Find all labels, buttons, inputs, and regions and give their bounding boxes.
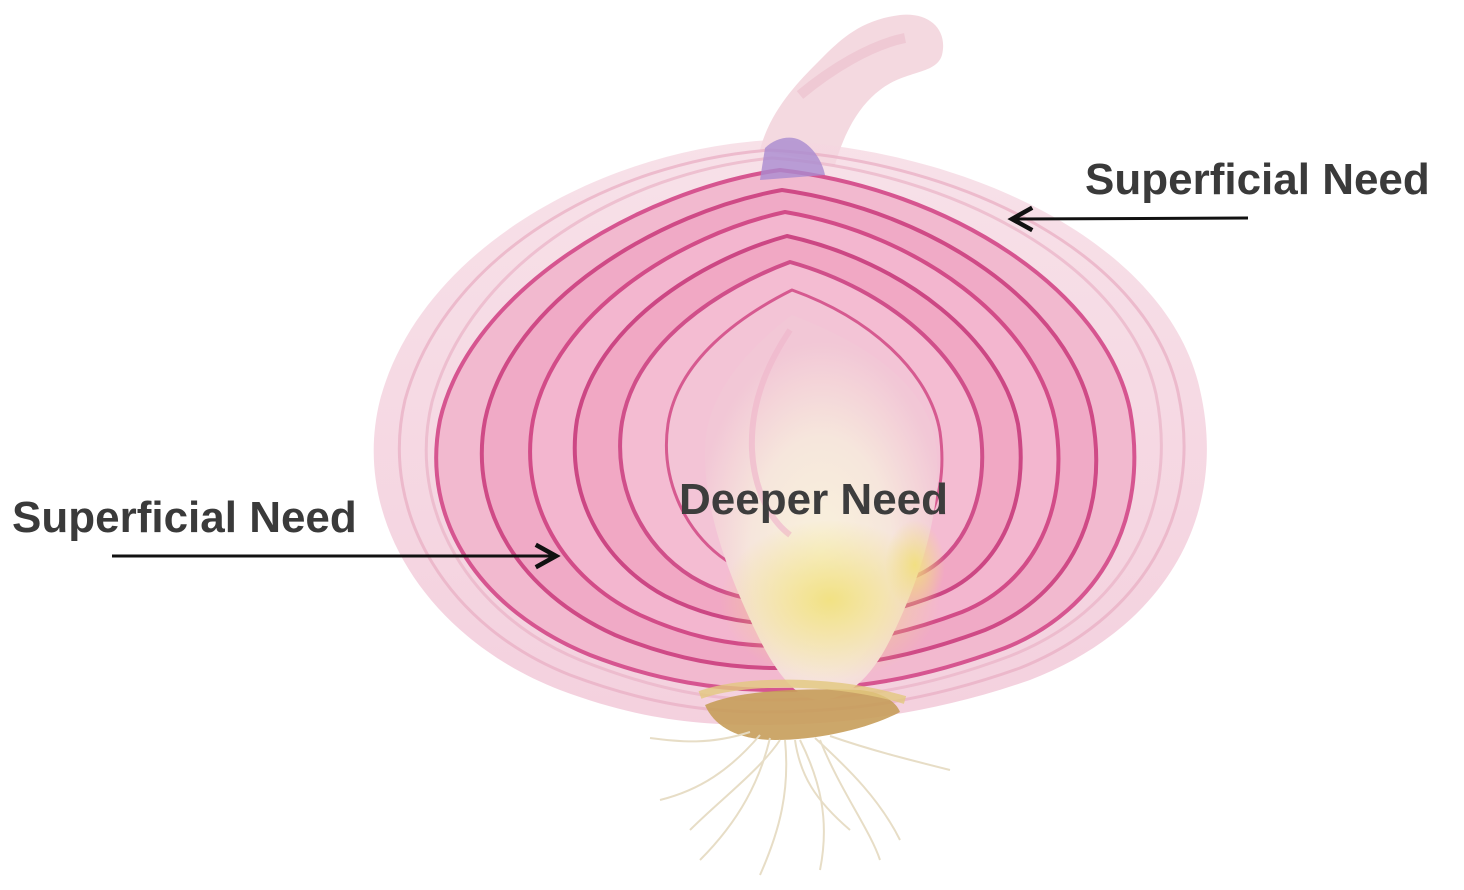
onion-roots	[650, 732, 950, 875]
onion-base	[705, 689, 900, 740]
deeper-need-label: Deeper Need	[679, 478, 948, 522]
superficial-need-label-left: Superficial Need	[12, 496, 357, 540]
arrow-outer-layer	[1012, 218, 1248, 219]
superficial-need-label-right: Superficial Need	[1085, 158, 1430, 202]
